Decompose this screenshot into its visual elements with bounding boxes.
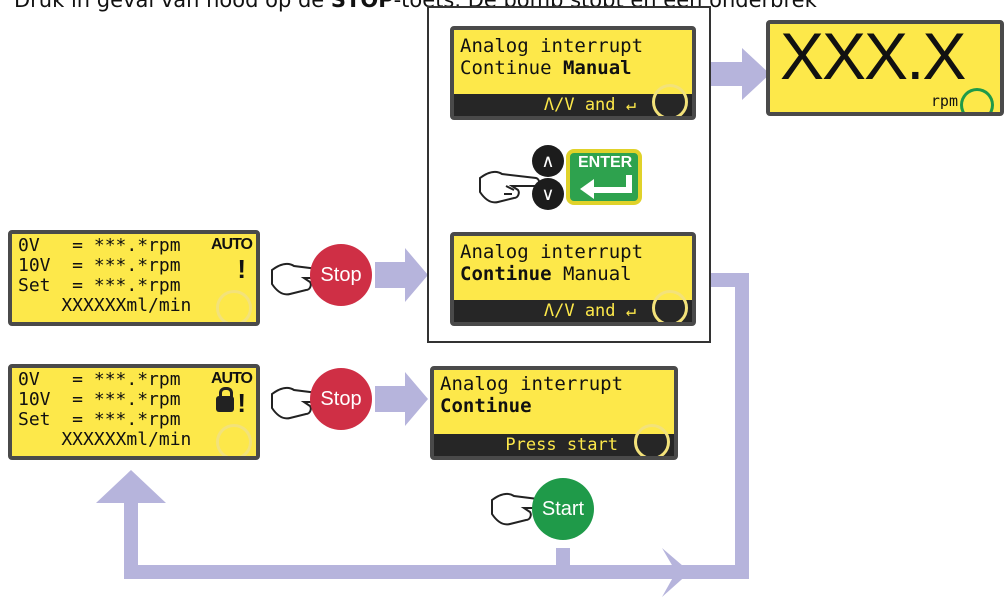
- instruction-prefix: Druk in geval van nood op de: [14, 0, 331, 12]
- lcd-line2: Continue: [440, 395, 532, 417]
- loop-line: [124, 273, 749, 579]
- lcd-status-2: 0V = ***.*rpm 10V = ***.*rpm Set = ***.*…: [8, 364, 260, 460]
- lcd-line1: Analog interrupt: [460, 35, 644, 57]
- row-10v: 10V = ***.*rpm: [18, 389, 181, 410]
- loop-up-arrow: [96, 470, 166, 503]
- row-set: Set = ***.*rpm: [18, 275, 181, 296]
- lcd-press-start: Analog interrupt Continue Press start: [430, 366, 678, 460]
- row-0v: 0V = ***.*rpm: [18, 369, 181, 390]
- start-label: Start: [541, 497, 585, 520]
- hand-pointer-icon: [479, 170, 540, 204]
- arrow-stop2: [375, 372, 428, 426]
- status-auto: AUTO: [210, 236, 253, 253]
- lcd-manual-selected: Analog interrupt Continue Manual Λ/V and…: [450, 26, 696, 120]
- enter-button[interactable]: ENTER: [566, 149, 642, 205]
- arrow-to-value: [698, 48, 770, 100]
- lcd-line1: Analog interrupt: [440, 373, 624, 395]
- down-arrow-icon[interactable]: ∨: [532, 178, 564, 210]
- row-set: Set = ***.*rpm: [18, 409, 181, 430]
- green-ring-icon: [960, 88, 994, 112]
- lcd-bar: Λ/V and ↵: [454, 300, 692, 322]
- stop-button[interactable]: Stop: [310, 368, 372, 430]
- ring-icon: [652, 290, 688, 322]
- arrow-stop1: [375, 248, 428, 302]
- enter-label: ENTER: [578, 154, 633, 171]
- stop-button[interactable]: Stop: [310, 244, 372, 306]
- enter-return-icon: [580, 175, 632, 199]
- lcd-status-1: 0V = ***.*rpm 10V = ***.*rpm Set = ***.*…: [8, 230, 260, 326]
- speed-value: XXX.X: [780, 20, 966, 93]
- lcd-continue-selected: Analog interrupt Continue Manual Λ/V and…: [450, 232, 696, 326]
- row-10v: 10V = ***.*rpm: [18, 255, 181, 276]
- lcd-value: XXX.X rpm: [766, 20, 1004, 116]
- ring-icon: [216, 290, 252, 322]
- exclamation-icon: !: [237, 388, 246, 418]
- ring-icon: [652, 84, 688, 116]
- status-auto: AUTO: [210, 370, 253, 387]
- row-flow: XXXXXXml/min: [18, 429, 192, 450]
- ring-icon: [634, 424, 670, 456]
- stop-label: Stop: [320, 263, 362, 286]
- lcd-line2b: Manual: [562, 57, 632, 79]
- lock-icon: [216, 387, 234, 412]
- stop-label: Stop: [320, 387, 362, 410]
- row-flow: XXXXXXml/min: [18, 295, 192, 316]
- lcd-line2a: Continue: [460, 57, 563, 79]
- lcd-bar: Λ/V and ↵: [454, 94, 692, 116]
- start-button[interactable]: Start: [532, 478, 594, 540]
- up-arrow-icon[interactable]: ∧: [532, 145, 564, 177]
- lcd-bar: Press start: [434, 434, 674, 456]
- speed-unit: rpm: [930, 92, 958, 110]
- lcd-line2a: Continue: [460, 263, 552, 285]
- loop-mid-arrow: [662, 548, 690, 597]
- exclamation-icon: !: [237, 254, 246, 284]
- ring-icon: [216, 424, 252, 456]
- instruction-bold: STOP: [330, 0, 394, 12]
- lcd-line2b: Manual: [551, 263, 632, 285]
- lcd-line1: Analog interrupt: [460, 241, 644, 263]
- row-0v: 0V = ***.*rpm: [18, 235, 181, 256]
